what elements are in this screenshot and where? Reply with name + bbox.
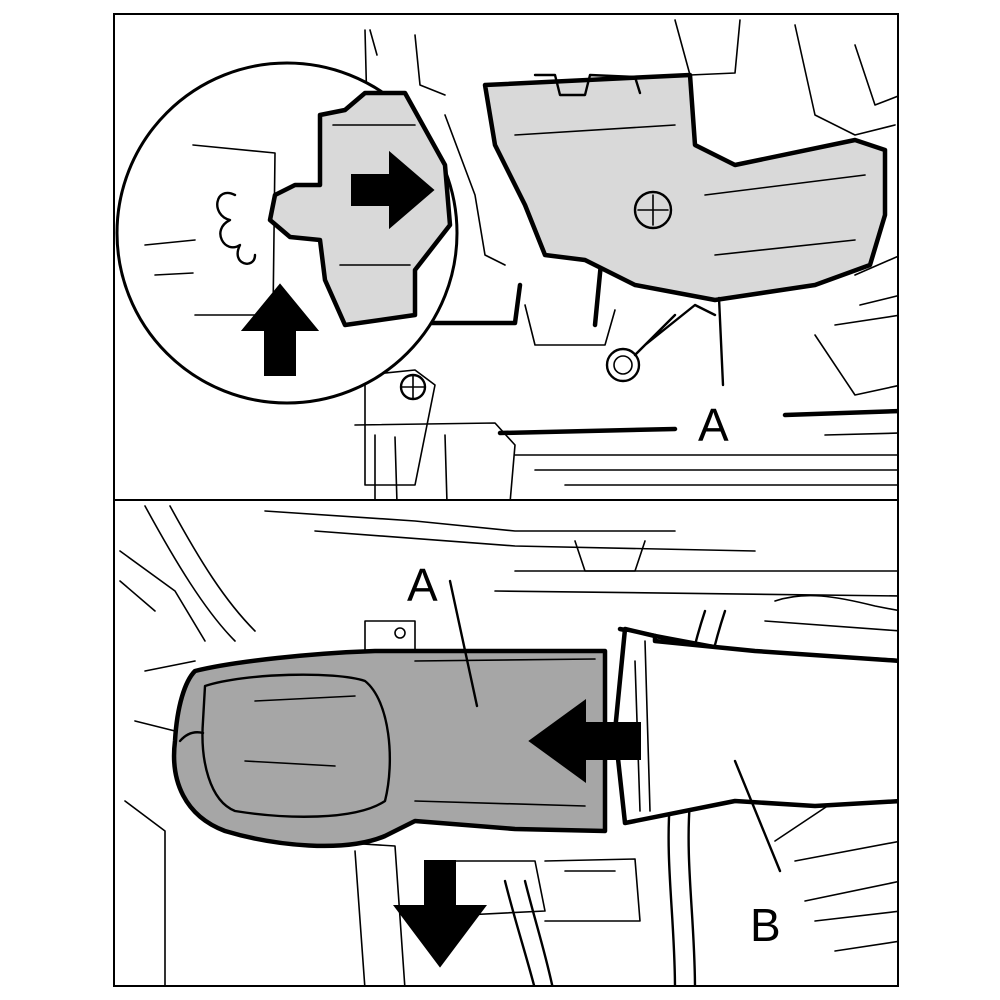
pull-arrow-down-icon	[393, 860, 487, 968]
engine-bay-background	[354, 19, 897, 499]
bay-edge-outline	[497, 408, 897, 436]
duct-end-detail	[267, 90, 453, 328]
bottom-diagram-panel: A B	[113, 499, 899, 987]
air-duct-part-a	[482, 72, 888, 303]
bottom-diagram-svg: A B	[119, 505, 897, 985]
top-diagram-svg: A	[115, 19, 897, 499]
leader-line-b	[733, 759, 782, 873]
leader-line-a	[717, 296, 725, 387]
top-diagram-panel: A	[113, 13, 899, 501]
callout-label-a: A	[407, 559, 438, 611]
clip-slot-icon	[216, 191, 257, 265]
hose-fitting-icon	[605, 347, 641, 383]
callout-label-a: A	[698, 399, 729, 451]
leader-line-a	[448, 579, 479, 708]
air-duct-part-b	[612, 626, 897, 826]
detail-magnifier	[115, 61, 459, 405]
duct-gauge-icon	[633, 190, 673, 230]
pull-arrow-left-icon	[528, 699, 641, 783]
callout-label-b: B	[750, 899, 781, 951]
push-arrow-right-icon	[351, 150, 435, 230]
push-arrow-up-icon	[240, 283, 320, 376]
